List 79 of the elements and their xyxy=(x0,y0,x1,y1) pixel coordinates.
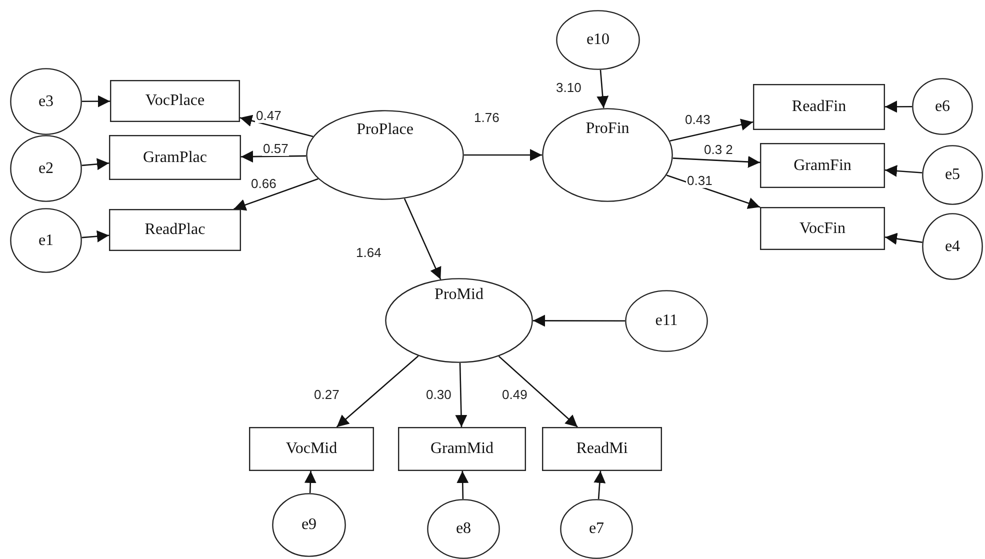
edge-label: 0.31 xyxy=(686,173,714,188)
latent-variable-ellipse xyxy=(306,110,464,200)
arrow xyxy=(404,198,442,280)
arrow xyxy=(240,114,314,138)
variable-label: GramFin xyxy=(792,156,852,174)
arrow xyxy=(884,164,922,177)
variable-label: VocMid xyxy=(284,440,338,458)
variable-label: e8 xyxy=(454,520,472,538)
arrow xyxy=(884,232,922,245)
variable-label: e6 xyxy=(934,98,952,116)
arrow xyxy=(498,356,578,428)
error-term-circle xyxy=(10,208,82,273)
edge-label: 1.64 xyxy=(355,245,382,260)
variable-label: ProFin xyxy=(584,120,630,138)
variable-label: ProPlace xyxy=(356,120,414,139)
observed-variable-box xyxy=(249,427,374,471)
variable-label: e2 xyxy=(37,160,55,178)
error-term-circle xyxy=(272,493,346,557)
observed-variable-box xyxy=(542,427,662,471)
arrow xyxy=(594,470,606,500)
arrow xyxy=(670,118,754,142)
variable-label: ReadPlac xyxy=(144,221,206,239)
observed-variable-box xyxy=(109,209,241,251)
variable-label: GramMid xyxy=(429,440,495,458)
variable-label: ReadFin xyxy=(790,98,848,116)
error-term-circle xyxy=(10,68,82,135)
arrow xyxy=(336,356,419,428)
variable-label: e1 xyxy=(37,232,55,250)
arrow xyxy=(234,178,318,211)
error-term-circle xyxy=(427,499,500,559)
latent-variable-ellipse xyxy=(385,278,533,363)
arrow xyxy=(464,149,542,161)
edge-label: 1.76 xyxy=(473,110,500,125)
arrow xyxy=(533,314,625,327)
error-term-circle xyxy=(560,499,633,559)
variable-label: e7 xyxy=(588,520,606,538)
variable-label: ProMid xyxy=(434,286,484,304)
edge-label: 0.27 xyxy=(313,387,340,402)
arrow xyxy=(596,70,609,108)
arrow xyxy=(241,150,306,163)
error-term-circle xyxy=(625,290,708,352)
edge-label: 0.30 xyxy=(425,387,452,402)
variable-label: e10 xyxy=(585,31,611,49)
arrow xyxy=(885,100,912,113)
edge-label: 0.66 xyxy=(250,176,278,191)
arrow xyxy=(82,230,110,242)
error-term-circle xyxy=(922,213,983,280)
variable-label: ReadMi xyxy=(575,440,629,458)
observed-variable-box xyxy=(753,84,885,130)
variable-label: e5 xyxy=(944,166,962,184)
error-term-circle xyxy=(556,10,640,70)
arrow xyxy=(304,470,316,494)
edge-label: 0.3 2 xyxy=(703,142,734,157)
observed-variable-box xyxy=(398,427,526,471)
edge-label: 0.43 xyxy=(684,112,712,127)
edge-label: 0.49 xyxy=(501,387,528,402)
arrow xyxy=(672,156,760,168)
edge-label: 3.10 xyxy=(555,80,582,95)
variable-label: e4 xyxy=(944,238,962,256)
arrow xyxy=(82,95,110,108)
observed-variable-box xyxy=(760,207,885,250)
variable-label: GramPlac xyxy=(142,148,208,166)
arrow xyxy=(455,362,468,428)
variable-label: VocFin xyxy=(798,220,846,238)
edge-label: 0.57 xyxy=(262,141,290,156)
latent-variable-ellipse xyxy=(542,108,673,202)
edge-label: 0.47 xyxy=(255,108,282,123)
error-term-circle xyxy=(922,145,983,205)
arrow xyxy=(82,158,110,170)
variable-label: e3 xyxy=(37,92,55,110)
variable-label: VocPlace xyxy=(144,92,206,110)
observed-variable-box xyxy=(109,135,241,180)
error-term-circle xyxy=(912,78,973,135)
observed-variable-box xyxy=(760,143,885,188)
variable-label: e9 xyxy=(300,516,318,534)
variable-label: e11 xyxy=(654,312,679,330)
arrow xyxy=(456,470,469,500)
error-term-circle xyxy=(10,135,82,202)
observed-variable-box xyxy=(110,80,240,122)
